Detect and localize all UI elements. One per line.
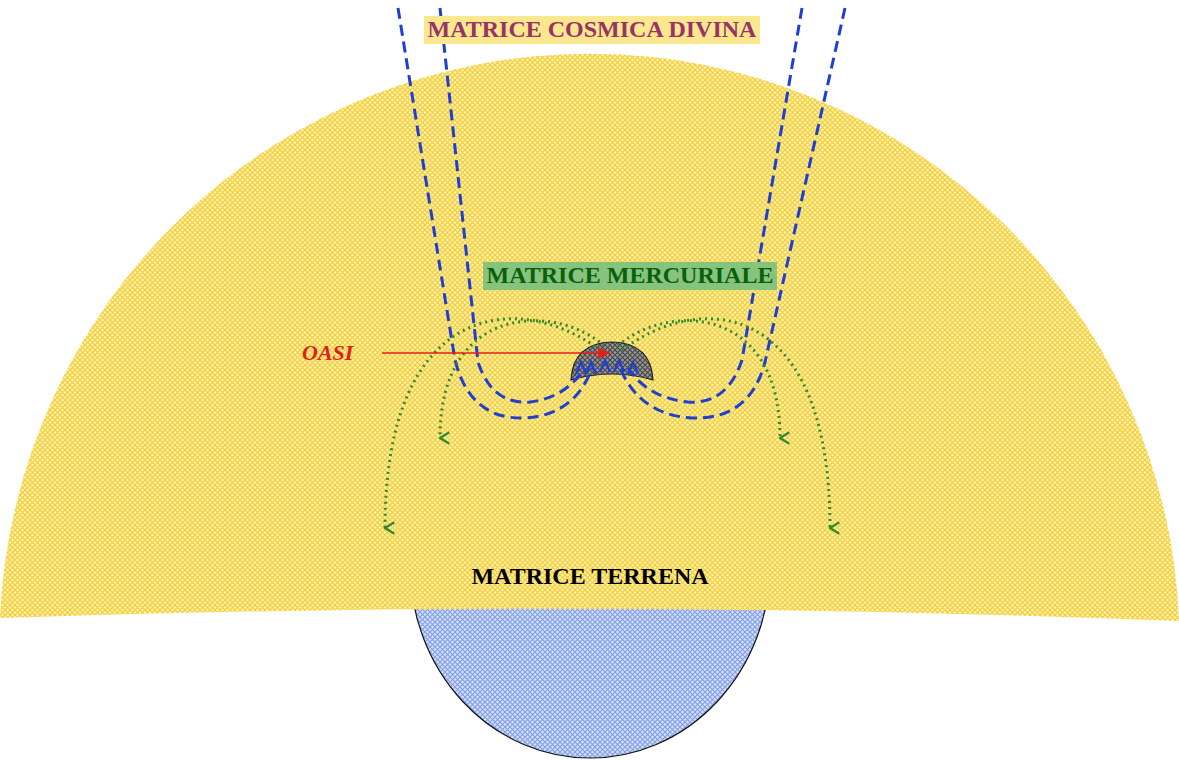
matrix-title: MATRICE TERRENA bbox=[467, 563, 712, 591]
divine-flow-line bbox=[628, 8, 802, 402]
matrix-title: MATRICE MERCURIALE bbox=[483, 262, 778, 290]
oasis-shape bbox=[571, 342, 653, 380]
divine-flow-lines bbox=[398, 8, 845, 418]
mercurial-arc bbox=[622, 319, 830, 528]
callout-label: OASI bbox=[300, 340, 355, 365]
mercurial-arc bbox=[618, 321, 780, 438]
mercurial-arcs bbox=[385, 319, 830, 528]
cosmic-dome: MATRICE TERRENA MATRICE MERCURIALE MATRICE… bbox=[0, 0, 1179, 625]
divine-flow-line bbox=[440, 8, 585, 402]
divine-flow-line bbox=[398, 8, 592, 418]
matrix-title: MATRICE COSMICA DIVINA bbox=[424, 16, 761, 44]
oasis-arrows bbox=[576, 360, 638, 374]
shape-outline bbox=[0, 0, 1179, 625]
leader-arrow bbox=[382, 352, 610, 354]
divine-flow-line bbox=[620, 8, 845, 418]
mercurial-arc bbox=[440, 321, 604, 438]
shape-fill bbox=[0, 54, 1179, 621]
mercurial-arc bbox=[385, 319, 600, 528]
oasis-arrow bbox=[600, 360, 610, 372]
